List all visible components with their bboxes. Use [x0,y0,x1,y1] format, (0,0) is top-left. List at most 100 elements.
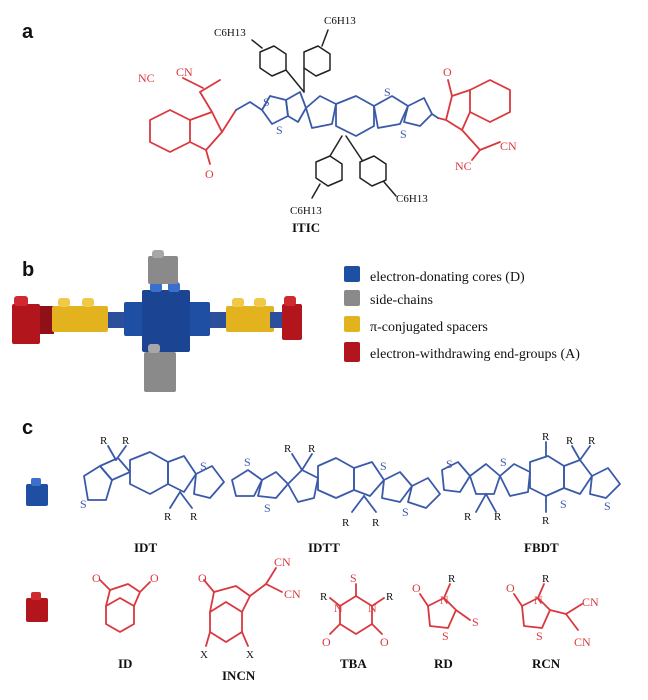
idtt-r-2: R [308,443,316,455]
legend-swatch-acceptor [344,342,360,362]
legend-item-acceptor: electron-withdrawing end-groups (A) [344,342,580,362]
legend-item-spacers: π-conjugated spacers [344,316,488,335]
incn-x-1: X [200,649,208,661]
rcn-name: RCN [532,656,561,671]
fbdt-sulfur-2: S [500,455,507,469]
tba-sulfur: S [350,571,357,585]
rcn-r: R [542,573,550,585]
end-group-incn: O CN CN X X INCN [198,555,301,683]
itic-alkyl-3: C6H13 [290,205,322,217]
fbdt-sulfur-3: S [560,497,567,511]
legend-label-side-chains: side-chains [370,293,433,308]
fbdt-r-6: R [542,515,550,527]
tba-r-2: R [386,591,394,603]
rd-sulfur-2: S [472,615,479,629]
itic-structure: NC CN O O NC CN S S [138,15,517,235]
rcn-cn-1: CN [582,595,599,609]
row-marker-donor [26,478,48,506]
panel-a-label: a [22,21,34,43]
end-group-rcn: O N R S CN CN RCN [506,573,599,671]
rcn-cn-2: CN [574,635,591,649]
lego-bottom-side-chain [144,344,176,392]
fbdt-sulfur-1: S [446,457,453,471]
end-group-tba: S N N R R O O TBA [320,571,394,671]
idt-sulfur-1: S [80,497,87,511]
itic-alkyl-4: C6H13 [396,193,428,205]
legend-swatch-side-chains [344,290,360,306]
idt-r-2: R [122,435,130,447]
lego-right-end-group [282,296,302,340]
tba-oxygen-1: O [322,635,331,649]
rd-sulfur-1: S [442,629,449,643]
fbdt-r-5: R [494,511,502,523]
fbdt-r-1: R [542,431,550,443]
idtt-sulfur-3: S [380,459,387,473]
core-fbdt: R R R R R R S S S S FBDT [441,431,621,555]
rd-name: RD [434,656,453,671]
fbdt-r-3: R [588,435,596,447]
rcn-nitrogen: N [534,593,543,607]
idtt-r-4: R [372,517,380,529]
incn-name: INCN [222,668,256,683]
itic-left-end-group: NC CN O [138,65,237,181]
tba-nitrogen-1: N [334,601,343,615]
core-idtt: R R R R S S S S IDTT [231,443,441,555]
lego-legend: electron-donating cores (D) side-chains … [344,266,580,362]
tba-r-1: R [320,591,328,603]
legend-label-acceptor: electron-withdrawing end-groups (A) [370,347,580,362]
fbdt-name: FBDT [524,540,559,555]
tba-nitrogen-2: N [368,601,377,615]
idt-name: IDT [134,540,157,555]
idt-sulfur-2: S [200,459,207,473]
itic-right-cn-label: CN [500,139,517,153]
fbdt-sulfur-4: S [604,499,611,513]
itic-left-oxygen-label: O [205,167,214,181]
legend-label-spacers: π-conjugated spacers [370,320,488,335]
id-oxygen-1: O [92,571,101,585]
idt-r-4: R [190,511,198,523]
lego-top-side-chain [148,250,178,284]
incn-cn-2: CN [284,587,301,601]
end-group-rd: O N R S S RD [412,573,479,671]
idt-r-1: R [100,435,108,447]
id-oxygen-2: O [150,571,159,585]
idtt-r-1: R [284,443,292,455]
itic-left-nc-label: NC [138,71,155,85]
itic-sulfur-1: S [263,95,270,109]
idtt-r-3: R [342,517,350,529]
idtt-name: IDTT [308,540,340,555]
itic-sulfur-2: S [276,123,283,137]
itic-name: ITIC [292,220,320,235]
itic-right-oxygen-label: O [443,65,452,79]
lego-left-spacer [52,298,124,332]
idtt-sulfur-1: S [244,455,251,469]
itic-side-chains: C6H13 C6H13 C6H13 C6H13 [214,15,428,217]
incn-x-2: X [246,649,254,661]
row-marker-acceptor [26,592,48,622]
idtt-sulfur-2: S [264,501,271,515]
legend-item-donor: electron-donating cores (D) [344,266,525,285]
legend-swatch-spacers [344,316,360,332]
itic-right-nc-label: NC [455,159,472,173]
rcn-sulfur: S [536,629,543,643]
itic-alkyl-2: C6H13 [324,15,356,27]
tba-name: TBA [340,656,367,671]
lego-molecule-model [12,250,302,392]
idt-r-3: R [164,511,172,523]
idtt-sulfur-4: S [402,505,409,519]
lego-left-end-group [12,296,54,344]
itic-alkyl-1: C6H13 [214,27,246,39]
fbdt-r-2: R [566,435,574,447]
itic-left-cn-label: CN [176,65,193,79]
id-name: ID [118,656,132,671]
lego-core [124,282,226,352]
panel-b-label: b [22,259,34,281]
core-idt: R R R R S S IDT [80,435,225,555]
legend-item-side-chains: side-chains [344,290,433,308]
itic-core: S S S S [235,85,439,141]
itic-right-end-group: O NC CN [437,65,517,173]
legend-label-donor: electron-donating cores (D) [370,270,525,285]
fbdt-r-4: R [464,511,472,523]
rcn-oxygen: O [506,581,515,595]
